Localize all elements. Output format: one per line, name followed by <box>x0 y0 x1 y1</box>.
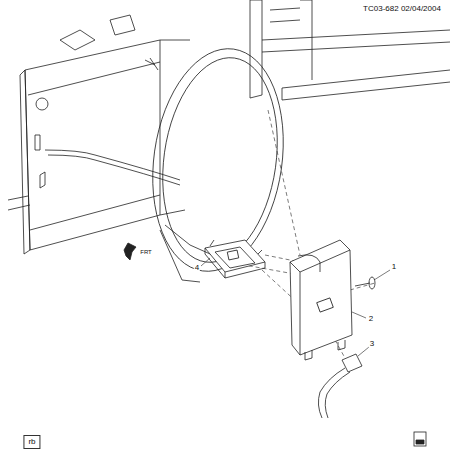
callout-number: 4 <box>194 264 200 272</box>
callout-number: 1 <box>391 263 397 271</box>
module-bracket <box>290 240 352 360</box>
control-module <box>205 240 265 278</box>
radiator <box>8 15 190 254</box>
drawing-id: TC03-682 02/04/2004 <box>362 5 442 13</box>
page-icon <box>414 432 426 446</box>
callout-number: 3 <box>369 340 375 348</box>
page-code: rb <box>23 435 40 449</box>
frame-rail <box>250 0 450 100</box>
front-arrow <box>124 243 136 260</box>
leader-line <box>201 258 390 356</box>
harness-connector <box>318 354 362 418</box>
fan-shroud <box>139 40 297 282</box>
screw <box>355 277 375 289</box>
direction-label: FRT <box>139 249 153 255</box>
callout-number: 2 <box>368 315 374 323</box>
alignment-line <box>228 110 375 358</box>
